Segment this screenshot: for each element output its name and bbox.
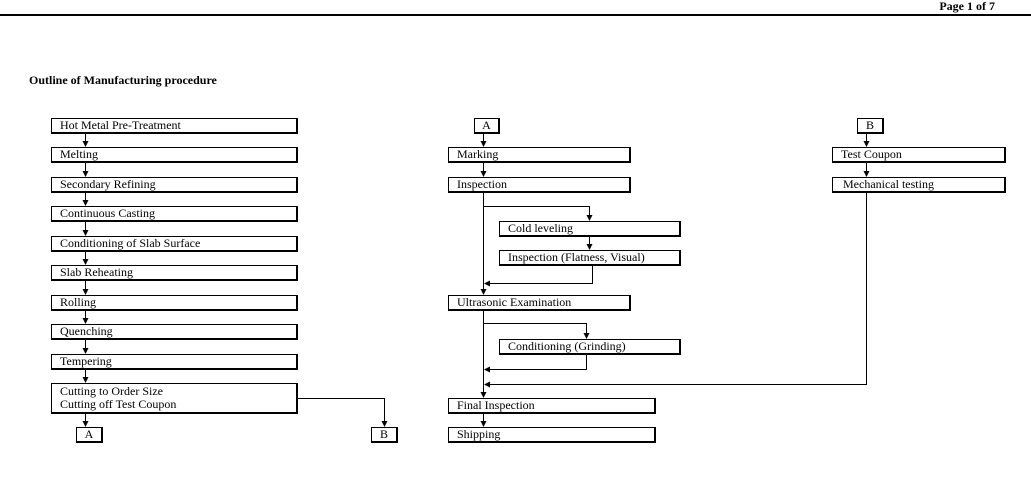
header-rule (0, 14, 1031, 16)
step-shipping: Shipping (448, 427, 656, 443)
arrow-to-conditioning (483, 323, 590, 339)
step-secondary-refining: Secondary Refining (51, 177, 298, 193)
connector-b-in: B (857, 118, 884, 134)
arrow-mechanical-to-final (484, 193, 867, 388)
step-conditioning-slab-surface: Conditioning of Slab Surface (51, 236, 298, 252)
arrow-conditioning-return (484, 355, 587, 373)
step-quenching: Quenching (51, 324, 298, 340)
page-number: Page 1 of 7 (939, 0, 995, 13)
connector-b-out: B (371, 427, 398, 443)
step-continuous-casting: Continuous Casting (51, 206, 298, 222)
step-cold-leveling: Cold leveling (499, 221, 681, 237)
arrow-flatness-return (484, 266, 593, 287)
cutting-line-2: Cutting off Test Coupon (60, 397, 177, 411)
arrow-cutting-to-b (298, 398, 388, 427)
arrow-to-cold-leveling (483, 206, 593, 221)
step-rolling: Rolling (51, 295, 298, 311)
step-test-coupon: Test Coupon (832, 147, 1006, 163)
step-marking: Marking (448, 147, 631, 163)
step-final-inspection: Final Inspection (448, 398, 656, 414)
step-conditioning-grinding: Conditioning (Grinding) (499, 339, 681, 355)
step-melting: Melting (51, 147, 298, 163)
step-inspection-flatness: Inspection (Flatness, Visual) (499, 250, 681, 266)
step-cutting: Cutting to Order Size Cutting off Test C… (51, 383, 298, 414)
step-mechanical-testing: Mechanical testing (832, 177, 1006, 193)
page-title: Outline of Manufacturing procedure (29, 73, 217, 87)
step-ultrasonic: Ultrasonic Examination (448, 295, 631, 311)
step-hot-metal-pretreatment: Hot Metal Pre-Treatment (51, 118, 298, 134)
cutting-line-1: Cutting to Order Size (60, 384, 163, 398)
step-tempering: Tempering (51, 354, 298, 370)
connector-a-in: A (474, 118, 500, 134)
step-inspection: Inspection (448, 177, 631, 193)
connector-a-out: A (76, 427, 103, 443)
step-slab-reheating: Slab Reheating (51, 265, 298, 281)
